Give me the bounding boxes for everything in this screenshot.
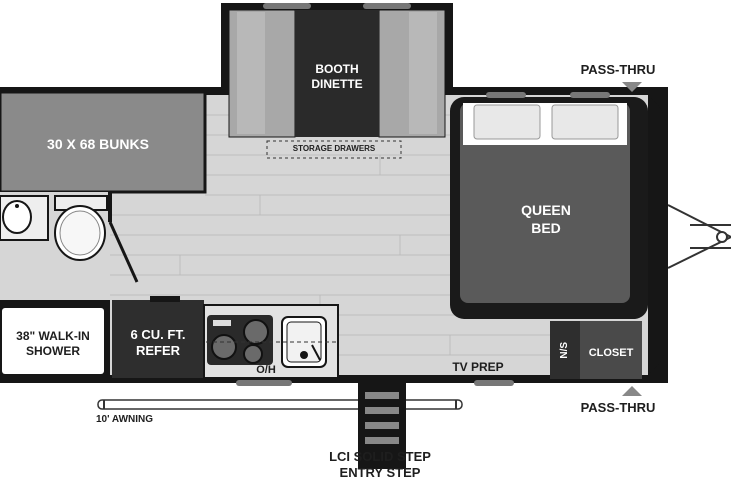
stove-icon (207, 315, 273, 365)
shower-label: 38" WALK-IN SHOWER (2, 329, 104, 359)
pass-thru-top-label: PASS-THRU (580, 62, 656, 77)
awning-label: 10' AWNING (96, 414, 154, 425)
refer-label: 6 CU. FT. REFER (112, 327, 204, 360)
dinette-label-line1: BOOTH (315, 62, 359, 76)
entry-step-line1: LCI SOLID STEP (329, 449, 431, 464)
entry-step-label: LCI SOLID STEP ENTRY STEP (310, 449, 450, 482)
floorplan-diagram (0, 3, 731, 469)
window-bottom (474, 380, 514, 386)
storage-drawers-label: STORAGE DRAWERS (292, 144, 376, 153)
queen-bed-label: QUEEN BED (494, 202, 598, 237)
pass-thru-top-arrow-icon (622, 82, 642, 92)
queen-bed-line2: BED (531, 219, 561, 236)
window-bottom (236, 380, 292, 386)
refer-label-line2: REFER (135, 343, 181, 359)
booth-dinette (228, 3, 446, 138)
dinette-label: BOOTH DINETTE (296, 62, 378, 92)
toilet-icon (54, 195, 108, 261)
trailer-hitch (667, 204, 731, 269)
queen-bed (450, 92, 648, 319)
bunks-label: 30 X 68 BUNKS (47, 136, 149, 152)
entry-step (358, 382, 406, 469)
dinette-label-line2: DINETTE (311, 77, 363, 91)
queen-bed-line1: QUEEN (521, 202, 571, 218)
storage-drawers-outline (266, 140, 402, 159)
tv-prep-label: TV PREP (452, 360, 504, 374)
kitchen-counter (203, 304, 339, 379)
bathroom (0, 192, 139, 292)
pass-thru-bottom-label: PASS-THRU (580, 400, 656, 415)
shower-label-line2: SHOWER (26, 344, 80, 358)
closet-area (550, 321, 642, 379)
ns-label: N/S (558, 341, 570, 359)
refer-label-line1: 6 CU. FT. (130, 327, 186, 342)
closet-label: CLOSET (588, 347, 634, 359)
sink-icon (0, 195, 49, 241)
shower-label-line1: 38" WALK-IN (16, 329, 90, 343)
walk-in-shower (0, 300, 110, 378)
refrigerator (112, 296, 204, 378)
entry-step-line2: ENTRY STEP (339, 465, 421, 481)
overhead-label: O/H (256, 364, 276, 376)
awning (97, 399, 463, 410)
pass-thru-bottom-arrow-icon (622, 386, 642, 396)
